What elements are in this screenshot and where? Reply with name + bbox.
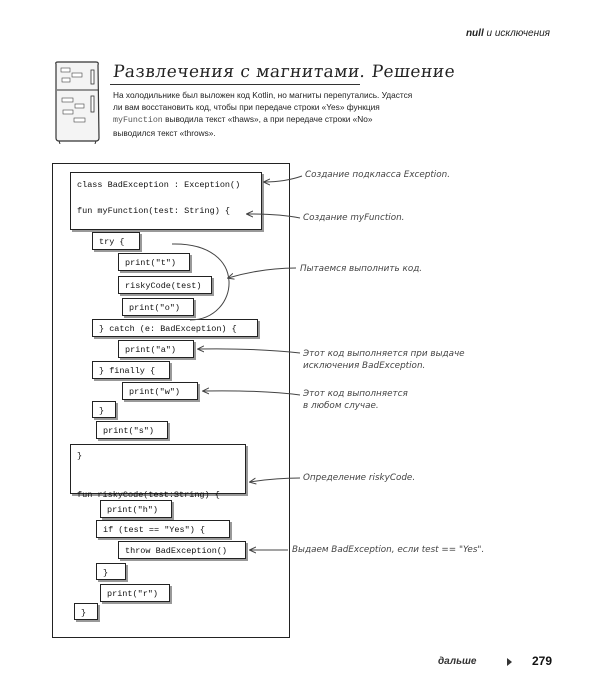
- magnet-print-o[interactable]: print("o"): [122, 298, 194, 316]
- magnet-risky-call[interactable]: riskyCode(test): [118, 276, 212, 294]
- magnet-print-w[interactable]: print("w"): [122, 382, 198, 400]
- magnet-print-a[interactable]: print("a"): [118, 340, 194, 358]
- magnet-risky-def-block[interactable]: } fun riskyCode(test:String) {: [70, 444, 246, 500]
- magnet-close-brace-3[interactable]: }: [74, 603, 98, 620]
- note-try: Пытаемся выполнить код.: [300, 264, 423, 274]
- section-title: Развлечения с магнитами. Решение: [111, 62, 457, 82]
- intro-text-2: выводила текст «thaws», а при передаче с…: [113, 114, 373, 138]
- title-underline: [110, 84, 360, 85]
- intro-code: myFunction: [113, 116, 163, 125]
- intro-paragraph: На холодильнике был выложен код Kotlin, …: [113, 89, 413, 139]
- magnet-print-t[interactable]: print("t"): [118, 253, 190, 271]
- note-myfunction: Создание myFunction.: [303, 213, 405, 223]
- note-on-exception: Этот код выполняется при выдаче исключен…: [303, 349, 465, 371]
- note-risky-def: Определение riskyCode.: [303, 473, 416, 483]
- note-always: Этот код выполняется в любом случае.: [303, 389, 408, 411]
- magnet-close-brace-1[interactable]: }: [92, 401, 116, 418]
- footer-next-label[interactable]: дальше: [438, 656, 477, 667]
- magnet-finally[interactable]: } finally {: [92, 361, 170, 379]
- note-subclass: Создание подкласса Exception.: [305, 170, 450, 180]
- fridge-icon: [55, 61, 100, 144]
- magnet-print-r[interactable]: print("r"): [100, 584, 170, 602]
- next-arrow-icon[interactable]: [507, 658, 512, 666]
- header-null: null: [465, 28, 484, 39]
- magnet-catch[interactable]: } catch (e: BadException) {: [92, 319, 258, 337]
- page-number: 279: [532, 654, 553, 668]
- running-header: null и исключения: [466, 28, 550, 39]
- magnet-class-function-block[interactable]: class BadException : Exception() fun myF…: [70, 172, 262, 230]
- magnet-print-s[interactable]: print("s"): [96, 421, 168, 439]
- intro-text-1: На холодильнике был выложен код Kotlin, …: [113, 90, 413, 112]
- magnet-if-test[interactable]: if (test == "Yes") {: [96, 520, 230, 538]
- magnet-close-brace-2[interactable]: }: [96, 563, 126, 580]
- magnet-board: [52, 163, 290, 638]
- magnet-print-h[interactable]: print("h"): [100, 500, 172, 518]
- header-rest: и исключения: [483, 28, 551, 39]
- note-throw: Выдаем BadException, если test == "Yes".: [292, 545, 485, 555]
- magnet-throw[interactable]: throw BadException(): [118, 541, 246, 559]
- magnet-try[interactable]: try {: [92, 232, 140, 250]
